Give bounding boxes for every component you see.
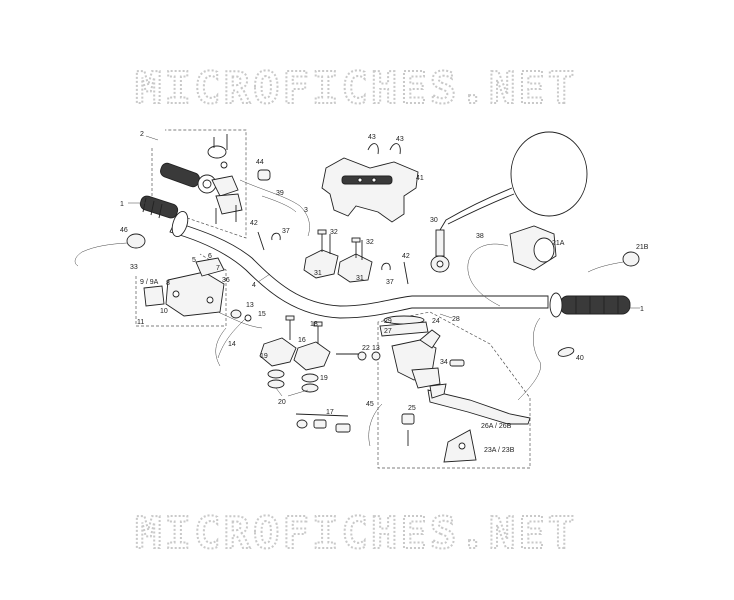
leader-2 xyxy=(145,135,159,141)
callout-13-right: 13 xyxy=(372,345,380,352)
callout-10: 10 xyxy=(160,308,168,315)
throttle-assembly xyxy=(160,134,243,224)
cable-39 xyxy=(261,195,297,213)
callout-39: 39 xyxy=(276,190,284,197)
callout-2: 2 xyxy=(140,131,144,138)
lever-perch xyxy=(401,413,477,463)
leader-28 xyxy=(439,313,453,319)
callout-37-a: 37 xyxy=(282,228,290,235)
left-grip xyxy=(139,195,189,238)
watermark-bottom: MICROFICHES.NET xyxy=(135,508,577,559)
callout-19-left: 19 xyxy=(260,353,268,360)
bar-end-right xyxy=(587,251,640,273)
callout-5: 5 xyxy=(192,257,196,264)
callout-18: 18 xyxy=(310,321,318,328)
callout-42-a: 42 xyxy=(250,220,258,227)
clips-37 xyxy=(271,232,391,271)
handlebar-top-clamp xyxy=(321,157,419,223)
callout-9-9a: 9 / 9A xyxy=(140,279,159,286)
callout-4: 4 xyxy=(252,282,256,289)
callout-27: 27 xyxy=(384,328,392,335)
wiring-14 xyxy=(215,327,227,367)
callout-37-b: 37 xyxy=(386,279,394,286)
callout-29: 29 xyxy=(384,318,392,325)
callout-34: 34 xyxy=(440,359,448,366)
callout-20: 20 xyxy=(278,399,286,406)
callout-26a-26b: 26A / 26B xyxy=(481,423,512,430)
callout-1-left: 1 xyxy=(120,201,124,208)
callout-31-a: 31 xyxy=(314,270,322,277)
callout-19-right: 19 xyxy=(320,375,328,382)
leader-20a xyxy=(275,387,283,397)
callout-22: 22 xyxy=(362,345,370,352)
parts-17 xyxy=(295,413,351,433)
pins-42 xyxy=(257,231,409,285)
right-switch-housing xyxy=(467,225,557,307)
group-box-throttle xyxy=(151,129,247,239)
mirror xyxy=(430,131,588,273)
callout-3: 3 xyxy=(304,207,308,214)
callout-28: 28 xyxy=(452,316,460,323)
callout-21a: 21A xyxy=(552,240,565,247)
connector-40 xyxy=(557,347,575,357)
clips-43 xyxy=(367,143,401,155)
cable-clamp-left xyxy=(230,309,252,322)
callout-32-b: 32 xyxy=(366,239,374,246)
callout-33: 33 xyxy=(130,264,138,271)
right-wiring xyxy=(517,317,541,401)
callout-38: 38 xyxy=(476,233,484,240)
right-grip xyxy=(549,292,631,318)
callout-43-a: 43 xyxy=(368,134,376,141)
callout-13-left: 13 xyxy=(246,302,254,309)
brake-hose xyxy=(336,351,381,361)
callout-30: 30 xyxy=(430,217,438,224)
handlebar xyxy=(169,221,549,319)
callout-15: 15 xyxy=(258,311,266,318)
callout-44: 44 xyxy=(256,159,264,166)
watermark-top: MICROFICHES.NET xyxy=(135,63,577,114)
callout-21b: 21B xyxy=(636,244,649,251)
callout-41: 41 xyxy=(416,175,424,182)
clamps-16-19 xyxy=(259,315,331,393)
callout-31-b: 31 xyxy=(356,275,364,282)
callout-11: 11 xyxy=(137,319,144,326)
group-box-brake-master xyxy=(377,311,531,469)
callout-16: 16 xyxy=(298,337,306,344)
callout-25: 25 xyxy=(408,405,416,412)
cable-end-44 xyxy=(257,169,271,181)
brake-lever xyxy=(427,383,531,425)
callout-14: 14 xyxy=(228,341,236,348)
callout-1-right: 1 xyxy=(640,306,644,313)
callout-40: 40 xyxy=(576,355,584,362)
leader-4 xyxy=(257,273,271,283)
callout-42-b: 42 xyxy=(402,253,410,260)
callout-17: 17 xyxy=(326,409,334,416)
leader-20b xyxy=(287,389,309,397)
callout-24: 24 xyxy=(432,318,440,325)
bar-end-left xyxy=(74,233,146,267)
callout-45: 45 xyxy=(366,401,374,408)
callout-7: 7 xyxy=(216,265,220,272)
callout-43-b: 43 xyxy=(396,136,404,143)
callout-32-a: 32 xyxy=(330,229,338,236)
callout-8: 8 xyxy=(166,280,170,287)
callout-46: 46 xyxy=(120,227,128,234)
brake-master-cylinder xyxy=(379,315,465,389)
lower-clamps xyxy=(303,229,373,283)
callout-23a-23b: 23A / 23B xyxy=(484,447,515,454)
callout-36: 36 xyxy=(222,277,230,284)
callout-6: 6 xyxy=(208,253,212,260)
clutch-cable xyxy=(368,403,383,447)
throttle-cable xyxy=(239,179,310,237)
left-switch-housing xyxy=(143,257,263,359)
